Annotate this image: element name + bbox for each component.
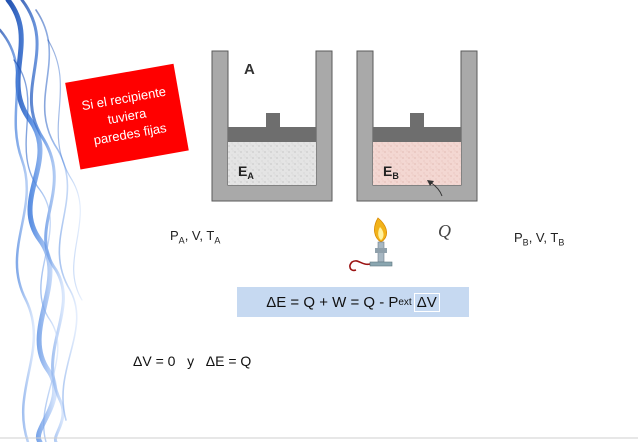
heat-arrowhead-icon bbox=[427, 180, 434, 186]
container-a-gas bbox=[228, 142, 316, 185]
container-b-piston bbox=[373, 127, 461, 142]
conclusion-text: ΔV = 0 y ΔE = Q bbox=[133, 353, 252, 369]
banner-box bbox=[65, 63, 189, 170]
container-b-gas-label: EB bbox=[383, 163, 399, 181]
container-a-piston-label: A bbox=[244, 61, 255, 78]
banner: Si el recipiente tuviera paredes fijas bbox=[65, 63, 189, 170]
container-a-piston bbox=[228, 127, 316, 142]
banner-line-2: tuviera bbox=[106, 105, 148, 127]
container-b: EB Q bbox=[356, 50, 478, 241]
heat-label: Q bbox=[438, 221, 451, 241]
bunsen-burner-icon bbox=[349, 217, 393, 272]
decorative-swirl bbox=[0, 0, 83, 442]
container-b-gas bbox=[373, 142, 461, 185]
container-b-walls bbox=[356, 50, 478, 202]
state-b-label: PB, V, TB bbox=[514, 230, 565, 248]
state-a-label: PA, V, TA bbox=[170, 228, 221, 246]
container-a-piston-rod bbox=[266, 113, 280, 128]
container-a: A EA bbox=[211, 50, 333, 202]
container-a-gas-label: EA bbox=[238, 163, 254, 181]
equation-main: ΔE = Q + W = Q - P bbox=[266, 293, 399, 311]
container-b-piston-rod bbox=[410, 113, 424, 128]
container-a-walls bbox=[211, 50, 333, 202]
equation-delta-v: ΔV bbox=[413, 292, 440, 312]
equation-subscript: ext bbox=[398, 296, 412, 308]
